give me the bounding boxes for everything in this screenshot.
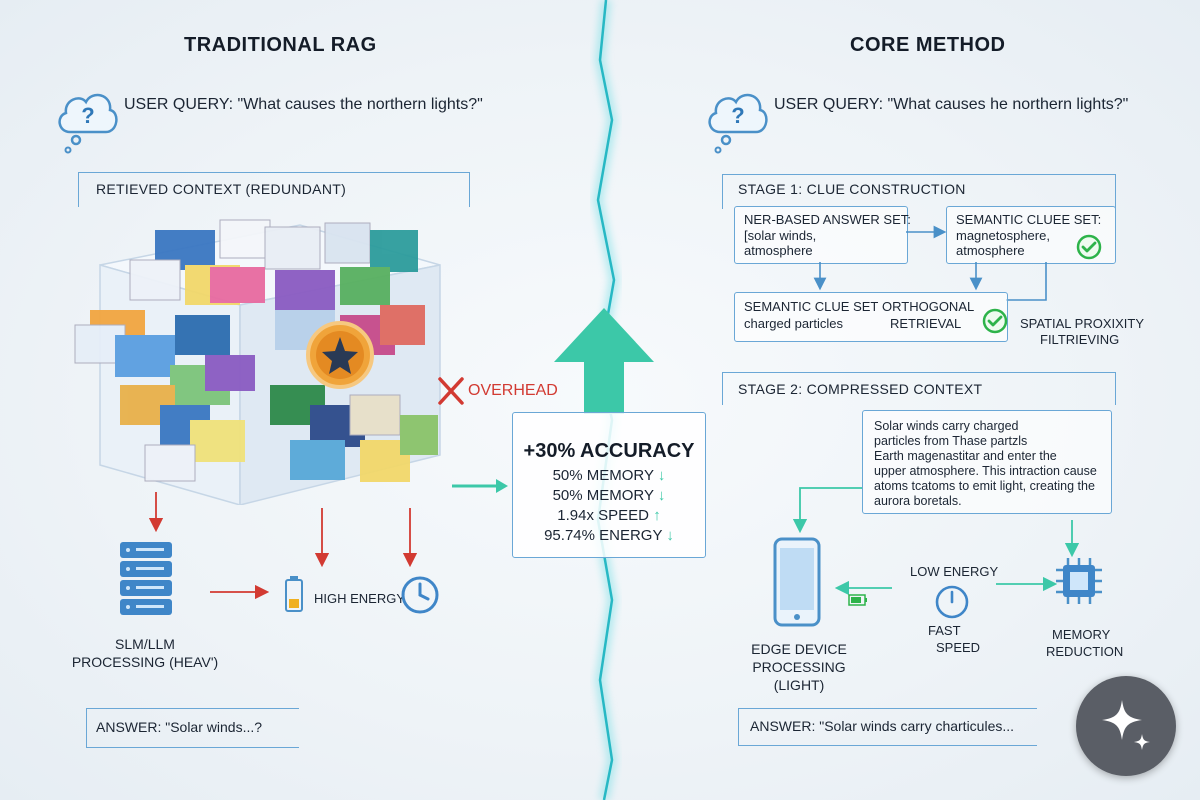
- spatial-line2: FILTRIEVING: [1040, 332, 1120, 347]
- x-mark-icon: [438, 377, 464, 405]
- left-user-query: USER QUERY: "What causes the northern li…: [124, 96, 483, 113]
- memory-stat-1-text: 50% MEMORY: [552, 467, 654, 484]
- memory-reduction-2: REDUCTION: [1046, 644, 1124, 659]
- high-energy-label: HIGH ENERGY: [314, 591, 406, 606]
- sparkle-icon: [1102, 700, 1150, 750]
- clock-icon: [935, 585, 969, 619]
- energy-stat: 95.74% ENERGY ↓: [512, 526, 706, 546]
- server-stack-icon: [120, 542, 172, 615]
- overhead-label: OVERHEAD: [468, 382, 558, 399]
- svg-text:?: ?: [731, 103, 744, 128]
- down-arrow-icon: ↓: [666, 527, 674, 544]
- energy-stat-text: 95.74% ENERGY: [544, 527, 663, 544]
- compressed-line-1: particles from Thase partzls: [874, 434, 1028, 448]
- memory-stat-2-text: 50% MEMORY: [552, 487, 654, 504]
- left-flow-arrows: [148, 492, 418, 600]
- spatial-line1: SPATIAL PROXIXITY: [1020, 316, 1145, 331]
- stage2-connectors: [792, 487, 1080, 596]
- down-arrow-icon: ↓: [657, 467, 666, 484]
- svg-text:?: ?: [81, 103, 94, 128]
- ortho-line2: RETRIEVAL: [890, 316, 962, 331]
- right-user-query: USER QUERY: "What causes he northern lig…: [774, 96, 1129, 113]
- clue-retrieval-box: [734, 292, 1008, 342]
- ner-answer-set-box: [734, 206, 908, 264]
- accuracy-stat: +30% ACCURACY: [523, 440, 695, 462]
- sparkle-button[interactable]: [1076, 676, 1176, 776]
- compressed-line-0: Solar winds carry charged: [874, 419, 1019, 433]
- memory-stat-1: 50% MEMORY ↓: [512, 466, 706, 486]
- battery-icon: [848, 594, 867, 606]
- left-context-label: RETIEVED CONTEXT (REDUNDANT): [96, 181, 347, 197]
- left-answer-text: ANSWER: "Solar winds...?: [96, 719, 263, 735]
- sem-line1: magnetosphere,: [956, 228, 1050, 243]
- left-context-header: [78, 172, 470, 207]
- stage1-label: STAGE 1: CLUE CONSTRUCTION: [738, 181, 966, 197]
- down-arrow-icon: ↓: [657, 487, 666, 504]
- compressed-line-3: upper atmosphere. This intraction cause: [874, 464, 1097, 478]
- speed-label: SPEED: [936, 640, 981, 655]
- cpu-chip-icon: [1056, 558, 1102, 604]
- memory-reduction-1: MEMORY: [1052, 627, 1111, 642]
- sem-line2: atmosphere: [956, 243, 1025, 258]
- clue-title: SEMANTIC CLUE SET: [744, 299, 879, 314]
- smartphone-icon: [773, 537, 821, 627]
- right-answer-text: ANSWER: "Solar winds carry charticules..…: [750, 718, 1015, 734]
- speed-stat: 1.94x SPEED ↑: [512, 506, 706, 526]
- edge-device-label-2: PROCESSING: [752, 659, 846, 675]
- compressed-line-4: atoms tcatoms to emit light, creating th…: [874, 479, 1095, 493]
- processing-label-2: PROCESSING (HEAV'): [71, 654, 219, 670]
- edge-device-label-3: (LIGHT): [773, 677, 825, 693]
- metrics-card: [512, 412, 706, 558]
- improvement-arrow: [554, 308, 654, 414]
- question-cloud-icon: ?: [708, 93, 768, 154]
- sem-title: SEMANTIC CLUEE SET:: [956, 212, 1102, 227]
- stage1-connectors: [813, 225, 1047, 301]
- up-arrow-icon: ↑: [653, 507, 661, 524]
- question-cloud-icon: ?: [58, 93, 118, 154]
- teal-right-arrow: [452, 479, 508, 493]
- right-answer-box: [738, 708, 1037, 746]
- stage2-label: STAGE 2: COMPRESSED CONTEXT: [738, 381, 983, 397]
- redundant-context-box: [74, 219, 441, 505]
- stage2-header: [722, 372, 1116, 405]
- left-answer-box: [86, 708, 299, 748]
- ortho-line1: ORTHOGONAL: [882, 299, 975, 314]
- ner-title: NER-BASED ANSWER SET:: [744, 212, 911, 227]
- compressed-line-2: Earth magenastitar and enter the: [874, 449, 1057, 463]
- ner-line1: [solar winds,: [744, 228, 817, 243]
- clock-icon: [401, 576, 439, 614]
- low-energy-label: LOW ENERGY: [910, 564, 999, 579]
- fast-label: FAST: [928, 623, 961, 638]
- stage1-header: [722, 174, 1116, 209]
- speed-stat-text: 1.94x SPEED: [557, 507, 650, 524]
- edge-device-label-1: EDGE DEVICE: [751, 641, 847, 657]
- memory-stat-2: 50% MEMORY ↓: [512, 486, 706, 506]
- compressed-line-5: aurora boretals.: [874, 494, 962, 508]
- battery-low-icon: [285, 576, 303, 612]
- right-title: CORE METHOD: [850, 34, 1006, 56]
- check-circle-icon: [982, 308, 1008, 334]
- check-circle-icon: [1076, 234, 1102, 260]
- ner-line2: atmosphere: [744, 243, 813, 258]
- left-title: TRADITIONAL RAG: [184, 34, 377, 56]
- compressed-context-box: [862, 410, 1112, 514]
- processing-label-1: SLM/LLM: [115, 636, 175, 652]
- clue-line: charged particles: [744, 316, 843, 331]
